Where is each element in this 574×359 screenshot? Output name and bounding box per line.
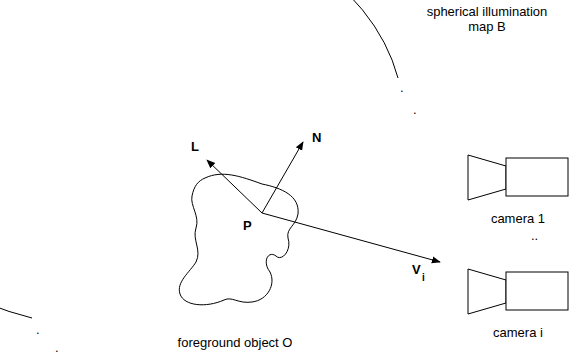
node-label: camera 1 — [491, 211, 545, 226]
ellipsis-dots: .. — [531, 228, 538, 243]
view-vector — [262, 213, 440, 262]
camera-body — [506, 272, 568, 310]
camera-lens — [468, 269, 506, 314]
vector-label: N — [312, 130, 321, 145]
vector-label: L — [191, 139, 199, 154]
illumination-sphere-arc — [0, 0, 398, 318]
sphere-label: spherical illumination map B — [426, 4, 548, 34]
subscript: i — [422, 270, 425, 285]
camera-body — [506, 158, 568, 196]
ellipsis-dot: . — [413, 102, 417, 117]
ellipsis-dot: . — [400, 80, 404, 95]
camera: camera 1 — [466, 154, 570, 226]
node-label: camera i — [493, 325, 543, 340]
normal-vector — [262, 142, 303, 213]
node-label: foreground object O — [178, 335, 293, 350]
point-label: P — [243, 218, 252, 233]
node-shape — [160, 170, 310, 350]
ellipsis-dot: . — [55, 340, 59, 355]
camera-lens — [468, 155, 506, 200]
foreground-object: foreground object O — [160, 170, 310, 350]
ellipsis-dot: . — [36, 322, 40, 337]
camera: camera i — [466, 268, 570, 340]
object-outline — [179, 174, 298, 305]
light-vector — [207, 160, 262, 213]
vector-label: V — [412, 262, 421, 277]
